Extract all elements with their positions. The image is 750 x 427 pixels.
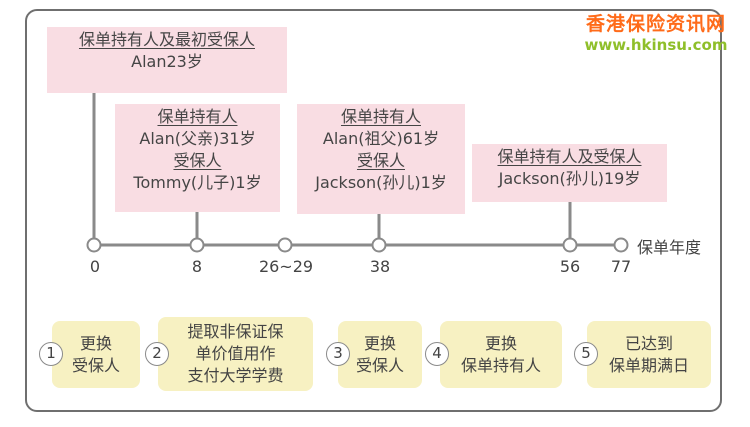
event-number-1: 1 <box>39 342 63 366</box>
milestone-38-holder-role: 保单持有人 <box>340 107 421 126</box>
event-2-line: 支付大学学费 <box>187 366 284 385</box>
milestone-8-insured-role: 受保人 <box>173 151 222 170</box>
event-box-1: 更换 受保人 <box>52 321 140 388</box>
watermark-name: 香港保险资讯网 <box>585 13 726 35</box>
milestone-box-0: 保单持有人及最初受保人 Alan23岁 <box>47 27 287 93</box>
node-8 <box>189 237 205 253</box>
milestone-8-insured: Tommy(儿子)1岁 <box>133 173 262 192</box>
node-0 <box>86 237 102 253</box>
milestone-0-person: Alan23岁 <box>131 52 203 71</box>
event-number-5: 5 <box>574 342 598 366</box>
site-watermark: 香港保险资讯网 www.hkinsu.com <box>576 12 736 54</box>
milestone-38-holder: Alan(祖父)61岁 <box>322 129 440 148</box>
milestone-56-role: 保单持有人及受保人 <box>497 147 642 166</box>
event-5-line: 保单期满日 <box>608 355 689 375</box>
milestone-8-holder: Alan(父亲)31岁 <box>139 129 256 148</box>
tick-label: 56 <box>559 257 581 276</box>
tick-label: 0 <box>89 257 101 276</box>
tick-label: 38 <box>369 257 391 276</box>
axis-title: 保单年度 <box>637 238 702 257</box>
node-26-29 <box>277 237 293 253</box>
tick-label: 77 <box>610 257 632 276</box>
watermark-url: www.hkinsu.com <box>584 36 728 54</box>
event-number-2: 2 <box>145 342 169 366</box>
event-box-4: 更换 保单持有人 <box>440 321 562 388</box>
milestone-38-insured-role: 受保人 <box>356 151 405 170</box>
event-1-line: 更换 <box>79 333 112 353</box>
event-2-line: 提取非保证保 <box>187 322 284 341</box>
event-2-line: 单价值用作 <box>195 344 276 363</box>
event-1-line: 受保人 <box>71 355 120 375</box>
milestone-box-56: 保单持有人及受保人 Jackson(孙儿)19岁 <box>472 144 667 202</box>
tick-label: 26~29 <box>258 257 314 276</box>
milestone-box-38: 保单持有人 Alan(祖父)61岁 受保人 Jackson(孙儿)1岁 <box>297 104 465 214</box>
milestone-0-role: 保单持有人及最初受保人 <box>78 30 255 49</box>
node-38 <box>371 237 387 253</box>
node-56 <box>562 237 578 253</box>
event-3-line: 更换 <box>363 333 396 353</box>
event-3-line: 受保人 <box>355 355 404 375</box>
event-number-4: 4 <box>425 342 449 366</box>
milestone-56-person: Jackson(孙儿)19岁 <box>498 169 641 188</box>
node-77 <box>613 237 629 253</box>
milestone-box-8: 保单持有人 Alan(父亲)31岁 受保人 Tommy(儿子)1岁 <box>115 104 280 212</box>
event-5-line: 已达到 <box>624 333 673 353</box>
milestone-8-holder-role: 保单持有人 <box>157 107 238 126</box>
event-box-3: 更换 受保人 <box>338 321 422 388</box>
tick-label: 8 <box>191 257 203 276</box>
diagram-frame <box>25 9 722 412</box>
milestone-38-insured: Jackson(孙儿)1岁 <box>315 173 447 192</box>
event-box-5: 已达到 保单期满日 <box>587 321 711 388</box>
event-4-line: 保单持有人 <box>460 355 541 375</box>
event-4-line: 更换 <box>484 333 517 353</box>
event-box-2: 提取非保证保 单价值用作 支付大学学费 <box>158 317 313 391</box>
event-number-3: 3 <box>326 342 350 366</box>
